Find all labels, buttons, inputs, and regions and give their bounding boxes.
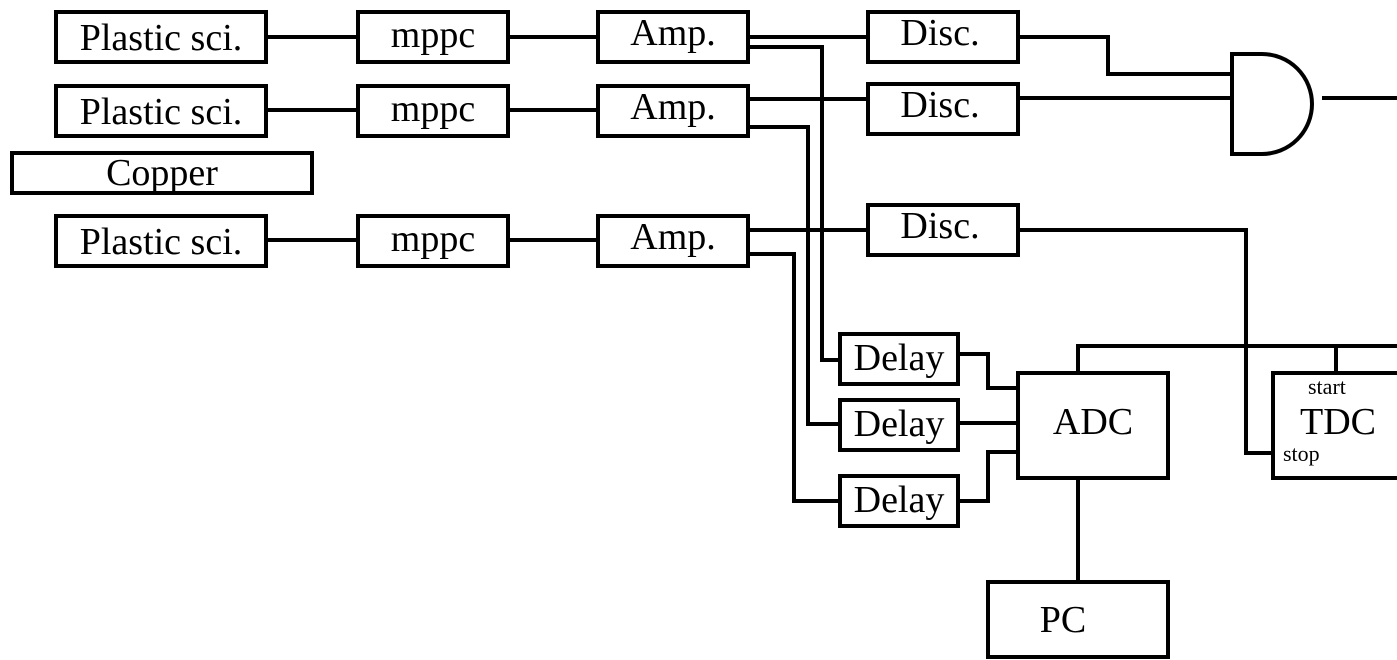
block-tdc: start TDC stop bbox=[1271, 371, 1397, 480]
label-tdc-stop: stop bbox=[1283, 441, 1320, 466]
block-mppc3: mppc bbox=[356, 214, 510, 268]
wire-amp2-delay2 bbox=[748, 125, 840, 426]
block-copper: Copper bbox=[10, 151, 314, 195]
block-delay3: Delay bbox=[838, 474, 960, 528]
block-delay2: Delay bbox=[838, 398, 960, 452]
block-disc3: Disc. bbox=[866, 203, 1020, 257]
label-sci2: Plastic sci. bbox=[80, 91, 243, 133]
block-pc: PC bbox=[986, 580, 1170, 659]
wire-gate-bus bbox=[1076, 344, 1397, 373]
label-copper: Copper bbox=[106, 152, 218, 194]
wire-disc1-and bbox=[1018, 35, 1232, 76]
label-sci3: Plastic sci. bbox=[80, 221, 243, 263]
label-adc: ADC bbox=[1053, 401, 1133, 443]
label-amp2: Amp. bbox=[630, 86, 716, 128]
label-delay1: Delay bbox=[854, 337, 945, 379]
label-mppc1: mppc bbox=[391, 14, 475, 56]
label-disc1: Disc. bbox=[900, 12, 979, 54]
label-disc2: Disc. bbox=[900, 84, 979, 126]
block-mppc2: mppc bbox=[356, 84, 510, 138]
label-mppc2: mppc bbox=[391, 88, 475, 130]
and-gate bbox=[1230, 52, 1314, 156]
label-tdc-start: start bbox=[1308, 374, 1346, 399]
wire-delay3-adc bbox=[958, 450, 1018, 503]
block-adc: ADC bbox=[1016, 371, 1170, 480]
block-sci3: Plastic sci. bbox=[54, 214, 268, 268]
label-amp3: Amp. bbox=[630, 216, 716, 258]
block-amp3: Amp. bbox=[596, 214, 750, 268]
block-delay1: Delay bbox=[838, 332, 960, 386]
wire-amp1-delay1 bbox=[748, 45, 840, 362]
wire-delay1-adc bbox=[958, 352, 1018, 390]
wire-disc3-tdc-stop bbox=[1018, 228, 1273, 455]
wire-amp3-delay3 bbox=[748, 252, 840, 503]
label-pc: PC bbox=[1040, 599, 1086, 641]
wires bbox=[266, 35, 1397, 582]
label-disc3: Disc. bbox=[900, 205, 979, 247]
label-sci1: Plastic sci. bbox=[80, 17, 243, 59]
label-tdc: TDC bbox=[1300, 401, 1376, 443]
block-disc2: Disc. bbox=[866, 82, 1020, 136]
label-delay2: Delay bbox=[854, 403, 945, 445]
label-amp1: Amp. bbox=[630, 12, 716, 54]
block-mppc1: mppc bbox=[356, 10, 510, 64]
label-delay3: Delay bbox=[854, 479, 945, 521]
block-amp1: Amp. bbox=[596, 10, 750, 64]
label-mppc3: mppc bbox=[391, 218, 475, 260]
block-disc1: Disc. bbox=[866, 10, 1020, 64]
block-sci2: Plastic sci. bbox=[54, 84, 268, 138]
block-sci1: Plastic sci. bbox=[54, 10, 268, 64]
block-amp2: Amp. bbox=[596, 84, 750, 138]
